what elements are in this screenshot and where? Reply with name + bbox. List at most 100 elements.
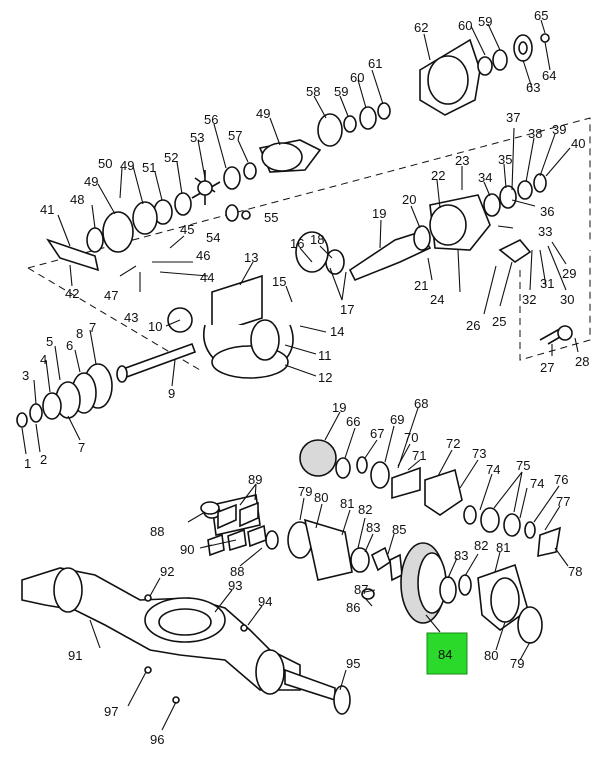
- callout-label: 58: [306, 84, 320, 99]
- callout-label: 80: [484, 648, 498, 663]
- callout-label: 41: [40, 202, 54, 217]
- callout-label: 66: [346, 414, 360, 429]
- callout-label: 10: [148, 319, 162, 334]
- highlighted-callout[interactable]: 84: [426, 632, 468, 675]
- callout-label: 5: [46, 334, 53, 349]
- input-shaft-assembly: [16, 342, 197, 428]
- callout-label: 35: [498, 152, 512, 167]
- callout-label: 86: [346, 600, 360, 615]
- callout-label: 22: [431, 168, 445, 183]
- callout-label: 53: [190, 130, 204, 145]
- callout-label: 52: [164, 150, 178, 165]
- ring-gear: [400, 542, 447, 633]
- highlight-box[interactable]: [426, 632, 468, 675]
- callout-label: 85: [392, 522, 406, 537]
- callout-label: 64: [542, 68, 556, 83]
- callout-label: 51: [142, 160, 156, 175]
- callout-label: 54: [206, 230, 220, 245]
- callout-label: 63: [526, 80, 540, 95]
- callout-label: 94: [258, 594, 272, 609]
- callout-label: 38: [528, 126, 542, 141]
- callout-label: 11: [318, 348, 332, 363]
- callout-label: 6: [66, 338, 73, 353]
- callout-label: 17: [340, 302, 354, 317]
- callout-label: 74: [530, 476, 544, 491]
- callout-label: 49: [256, 106, 270, 121]
- callout-label: 71: [412, 448, 426, 463]
- callout-label: 2: [40, 452, 47, 467]
- callout-label: 28: [575, 354, 589, 369]
- callout-label: 29: [562, 266, 576, 281]
- callout-label: 87: [354, 582, 368, 597]
- callout-label: 1: [24, 456, 31, 471]
- callout-label: 44: [200, 270, 214, 285]
- callout-label: 37: [506, 110, 520, 125]
- callout-label: 42: [65, 286, 79, 301]
- callout-label: 26: [466, 318, 480, 333]
- callout-label: 13: [244, 250, 258, 265]
- callout-label: 47: [104, 288, 118, 303]
- leader-lines: [21, 19, 579, 731]
- callout-label: 81: [496, 540, 510, 555]
- callout-label: 23: [455, 153, 469, 168]
- callout-label: 48: [70, 192, 84, 207]
- callout-label: 82: [358, 502, 372, 517]
- callout-label: 46: [196, 248, 210, 263]
- callout-label: 12: [318, 370, 332, 385]
- callout-label: 80: [314, 490, 328, 505]
- callout-label: 7: [78, 440, 85, 455]
- callout-label: 33: [538, 224, 552, 239]
- callout-label: 92: [160, 564, 174, 579]
- carrier-housing: [167, 274, 294, 379]
- highlight-label[interactable]: 84: [438, 647, 452, 662]
- callout-label: 91: [68, 648, 82, 663]
- callout-label: 93: [228, 578, 242, 593]
- callout-label: 60: [458, 18, 472, 33]
- callout-label: 15: [272, 274, 286, 289]
- callout-label: 73: [472, 446, 486, 461]
- callout-label: 78: [568, 564, 582, 579]
- callout-label: 79: [510, 656, 524, 671]
- callout-label: 3: [22, 368, 29, 383]
- callout-label: 68: [414, 396, 428, 411]
- callout-label: 55: [264, 210, 278, 225]
- axle-housing: [21, 567, 351, 715]
- callout-label: 43: [124, 310, 138, 325]
- callout-label: 65: [534, 8, 548, 23]
- callout-label: 31: [540, 276, 554, 291]
- callout-label: 95: [346, 656, 360, 671]
- callout-label: 49: [84, 174, 98, 189]
- callout-label: 77: [556, 494, 570, 509]
- callout-label: 97: [104, 704, 118, 719]
- callout-label: 34: [478, 170, 492, 185]
- callout-label: 75: [516, 458, 530, 473]
- callout-label: 62: [414, 20, 428, 35]
- callout-label: 9: [168, 386, 175, 401]
- callout-label: 83: [366, 520, 380, 535]
- callout-label: 16: [290, 236, 304, 251]
- callout-label: 88: [150, 524, 164, 539]
- callout-label: 61: [368, 56, 382, 71]
- callout-label: 19: [332, 400, 346, 415]
- callout-label: 69: [390, 412, 404, 427]
- callout-label: 30: [560, 292, 574, 307]
- callout-label: 19: [372, 206, 386, 221]
- callout-label: 82: [474, 538, 488, 553]
- callout-label: 83: [454, 548, 468, 563]
- callout-label: 72: [446, 436, 460, 451]
- callout-label: 45: [180, 222, 194, 237]
- callout-label: 18: [310, 232, 324, 247]
- callout-label: 40: [571, 136, 585, 151]
- callout-label: 4: [40, 352, 47, 367]
- callout-label: 21: [414, 278, 428, 293]
- callout-label: 59: [478, 14, 492, 29]
- callout-label: 81: [340, 496, 354, 511]
- callout-label: 32: [522, 292, 536, 307]
- spider-gear-set: [46, 139, 322, 272]
- callout-label: 56: [204, 112, 218, 127]
- callout-label: 67: [370, 426, 384, 441]
- callout-label: 90: [180, 542, 194, 557]
- callout-label: 25: [492, 314, 506, 329]
- callout-label: 74: [486, 462, 500, 477]
